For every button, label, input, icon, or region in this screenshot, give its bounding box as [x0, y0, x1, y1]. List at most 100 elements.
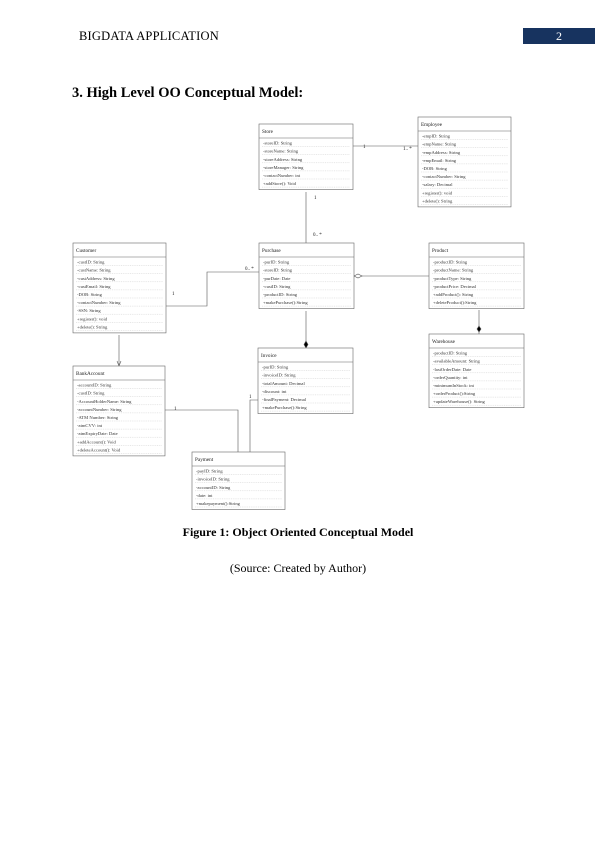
- class-attribute: -custID: String: [77, 391, 105, 396]
- class-attribute: +delete(): String: [422, 198, 453, 203]
- composition-diamond-invoice: [303, 340, 309, 349]
- class-attribute: +updateWarehouse(): String: [433, 399, 486, 404]
- class-attribute: -storeAddress: String: [263, 157, 303, 162]
- class-name: Payment: [195, 457, 214, 463]
- class-attribute: -finalPayment: Decimal: [262, 397, 307, 402]
- class-product: Product -productID: String -productName: S…: [428, 242, 525, 309]
- class-name: Store: [262, 129, 274, 135]
- class-attribute: -accountID: String: [196, 485, 231, 490]
- class-purchase: Purchase -purID: String -storeID: String -p…: [258, 242, 355, 309]
- assoc-customer-purchase: [166, 271, 259, 307]
- class-attribute: -purID: String: [263, 260, 290, 265]
- figure-source: (Source: Created by Author): [229, 561, 367, 575]
- class-name: Employee: [421, 122, 443, 128]
- class-attribute: -lastOrderDate: Date: [433, 367, 471, 372]
- class-name: Warehouse: [432, 339, 456, 345]
- class-attribute: -custID: String: [77, 260, 105, 265]
- class-attribute: -invoiceID: String: [196, 477, 230, 482]
- class-attribute: -purDate: Date: [263, 276, 290, 281]
- class-attribute: +makePurchase():String: [263, 300, 308, 305]
- page-number: 2: [523, 28, 595, 44]
- class-attribute: -storeID: String: [263, 141, 293, 146]
- class-attribute: -productName: String: [433, 268, 474, 273]
- class-attribute: -empID: String: [422, 134, 451, 139]
- class-box: [72, 365, 166, 457]
- class-name: Invoice: [261, 353, 277, 359]
- class-attribute: -custAddress: String: [77, 276, 115, 281]
- class-attribute: +addAccount(): Void: [77, 439, 116, 444]
- section-heading: 3. High Level OO Conceptual Model:: [72, 85, 304, 101]
- class-attribute: -totalAmount: Decimal: [262, 381, 305, 386]
- class-attribute: -salary: Decimal: [422, 182, 453, 187]
- class-attribute: -storeID: String: [263, 268, 293, 273]
- class-attribute: +delete(): String: [77, 324, 108, 329]
- multiplicity-label: 0.. *: [313, 233, 322, 238]
- class-attribute: -atmExpiryDate: Date: [77, 431, 118, 436]
- class-attribute: -productID: String: [433, 351, 468, 356]
- multiplicity-label: 1: [363, 145, 366, 150]
- class-attribute: -purID: String: [262, 365, 289, 370]
- class-attribute: -SSN: String: [77, 308, 101, 313]
- class-box: [191, 451, 286, 510]
- multiplicity-label: 1: [174, 407, 177, 412]
- class-attribute: +makepayment():String: [196, 501, 241, 506]
- class-attribute: -orderQuantity: int: [433, 375, 468, 380]
- class-attribute: +register(): void: [77, 316, 108, 321]
- composition-diamond-warehouse: [476, 325, 482, 333]
- class-name: Product: [432, 248, 449, 254]
- class-name: Purchase: [262, 248, 281, 254]
- multiplicity-label: 0.. *: [245, 267, 254, 272]
- class-attribute: -custName: String: [77, 268, 111, 273]
- class-attribute: -contactNumber: String: [422, 174, 466, 179]
- class-attribute: -storeManager: String: [263, 165, 304, 170]
- class-employee: Employee -empID: String -empName: String -e…: [417, 116, 512, 208]
- class-bankaccount: BankAccount -accountID: String -custID: St…: [72, 365, 166, 457]
- class-attribute: -empEmail: String: [422, 158, 457, 163]
- figure-caption: Figure 1: Object Oriented Conceptual Mod…: [182, 525, 414, 539]
- class-attribute: -accountNumber: String: [77, 407, 122, 412]
- class-attribute: -empAddress: String: [422, 150, 461, 155]
- class-attribute: -payID: String: [196, 469, 223, 474]
- class-box: [72, 242, 167, 334]
- class-attribute: -contactNumber: int: [263, 173, 301, 178]
- class-payment: Payment -payID: String -invoiceID: String -…: [191, 451, 286, 510]
- class-attribute: -minimumInStock: int: [433, 383, 475, 388]
- class-attribute: +addProduct(): String: [433, 292, 474, 297]
- class-attribute: -storeName: String: [263, 149, 299, 154]
- class-name: Customer: [76, 248, 96, 254]
- class-attribute: -DOB: String: [422, 166, 448, 171]
- class-attribute: +orderProduct():String: [433, 391, 476, 396]
- class-attribute: -discount: int: [262, 389, 287, 394]
- class-attribute: +makePurchase():String: [262, 405, 307, 410]
- class-attribute: -ATM Number: String: [77, 415, 119, 420]
- class-attribute: -accountID: String: [77, 383, 112, 388]
- aggregation-diamond: [353, 273, 363, 279]
- class-attribute: -AccountHolderName: String: [77, 399, 132, 404]
- class-warehouse: Warehouse -productID: String -availableAmo…: [428, 333, 525, 408]
- multiplicity-label: 1: [249, 395, 252, 400]
- class-attribute: -DOB: String: [77, 292, 103, 297]
- class-attribute: -productID: String: [433, 260, 468, 265]
- class-attribute: -productID: String: [263, 292, 298, 297]
- class-attribute: +register(): void: [422, 190, 453, 195]
- class-box: [417, 116, 512, 208]
- class-attribute: -atmCVV: int: [77, 423, 103, 428]
- class-attribute: -invoiceID: String: [262, 373, 296, 378]
- class-attribute: -empName: String: [422, 142, 457, 147]
- class-box: [428, 242, 525, 309]
- class-store: Store -storeID: String -storeName: String -…: [258, 123, 354, 190]
- class-attribute: -availableAmount: String: [433, 359, 481, 364]
- multiplicity-label: 1: [314, 196, 317, 201]
- class-name: BankAccount: [76, 371, 105, 377]
- class-attribute: -contactNumber: String: [77, 300, 121, 305]
- class-box: [257, 347, 354, 414]
- multiplicity-label: 1: [172, 292, 175, 297]
- class-invoice: Invoice -purID: String -invoiceID: String -…: [257, 347, 354, 414]
- class-attribute: +deleteAccount(): Void: [77, 447, 121, 452]
- class-attribute: +addStore(): Void: [263, 181, 297, 186]
- multiplicity-label: 1.. *: [403, 147, 412, 152]
- class-attribute: -custID: String: [263, 284, 291, 289]
- class-attribute: +deleteProduct():String: [433, 300, 477, 305]
- class-box: [428, 333, 525, 408]
